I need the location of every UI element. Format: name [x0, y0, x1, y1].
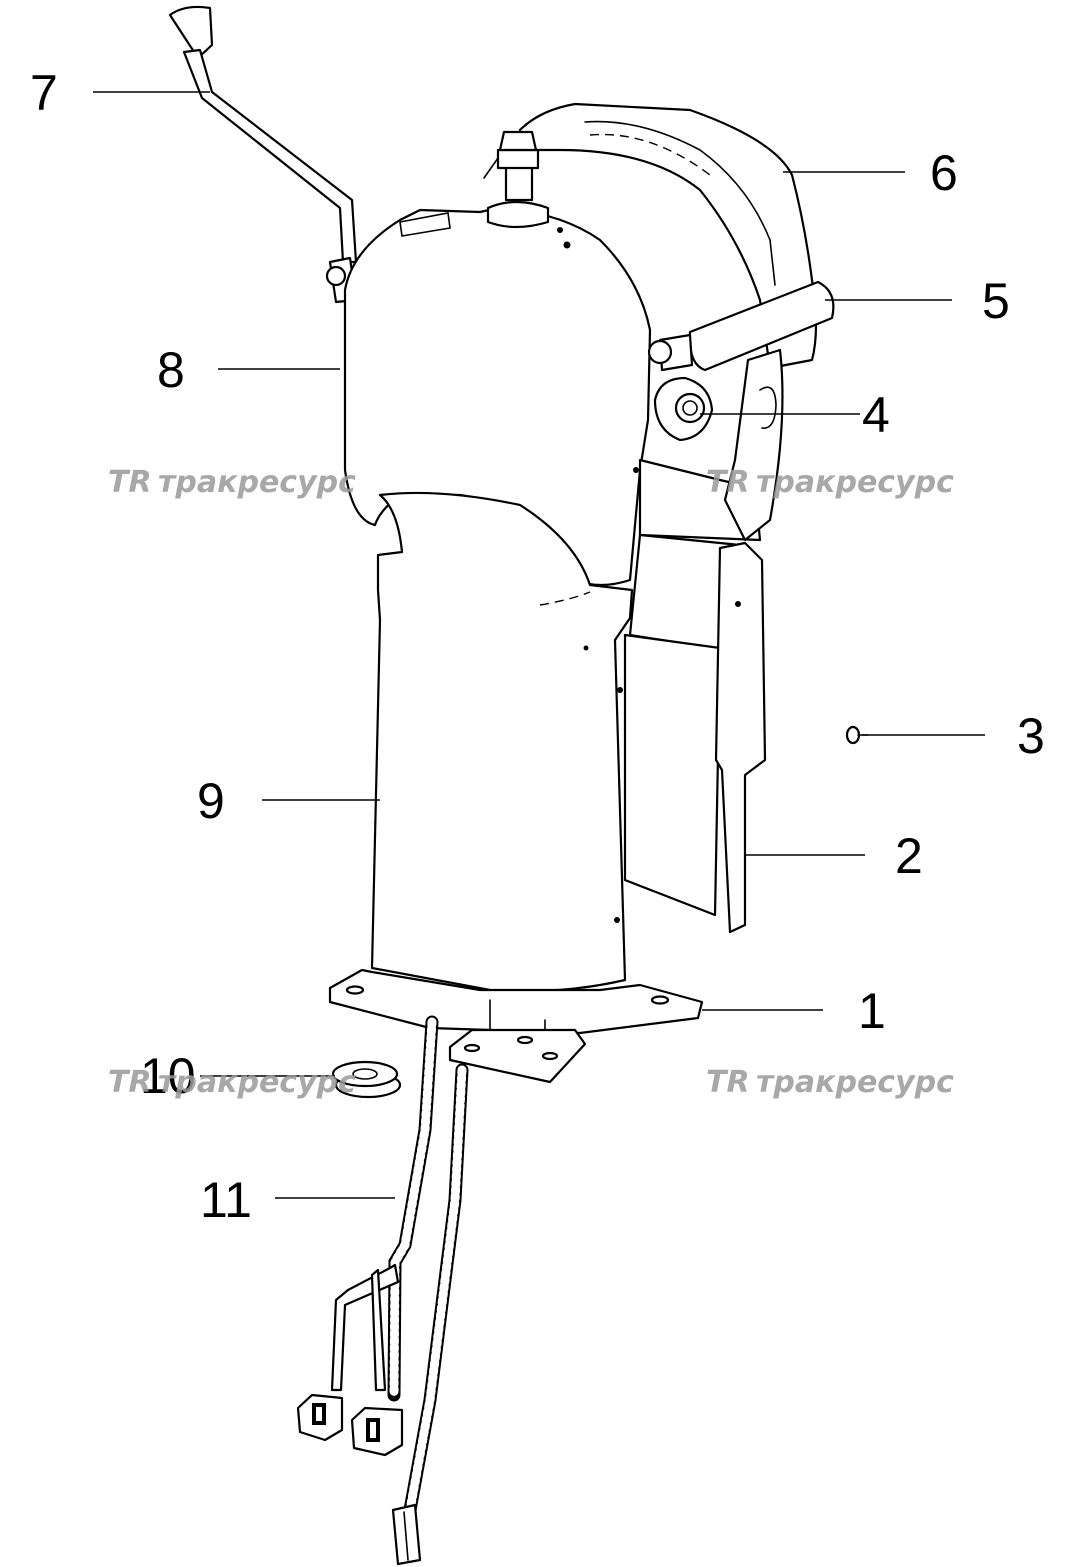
part-10-grommet[interactable]	[331, 1060, 402, 1099]
callout-5: 5	[982, 273, 1010, 329]
callout-6: 6	[930, 145, 958, 201]
callout-2: 2	[895, 828, 923, 884]
part-4-knob[interactable]	[653, 376, 714, 442]
svg-text:TR: TR	[706, 1065, 750, 1100]
part-7-lever[interactable]	[168, 5, 358, 304]
watermark-1: TR тракресурс	[108, 465, 356, 500]
svg-text:TR: TR	[108, 465, 152, 500]
callout-labels: 7 6 5 4 8 3 9 2 1 10 11	[30, 65, 1045, 1228]
callout-3: 3	[1017, 708, 1045, 764]
svg-text:тракресурс: тракресурс	[756, 465, 954, 500]
connector-left	[296, 1393, 344, 1442]
connector-bottom	[391, 1503, 422, 1566]
part-1-base-flange[interactable]	[328, 968, 704, 1035]
svg-text:TR: TR	[706, 465, 750, 500]
part-2-side-plate[interactable]	[714, 541, 767, 934]
part-11-wiring-harness[interactable]	[296, 1015, 469, 1566]
watermark-2: TR тракресурс	[706, 465, 954, 500]
rear-bracket	[623, 348, 784, 917]
svg-text:тракресурс: тракресурс	[158, 1065, 356, 1100]
lower-mount-plate[interactable]	[448, 1028, 587, 1084]
callout-8: 8	[157, 342, 185, 398]
callout-11: 11	[200, 1172, 252, 1228]
svg-text:TR: TR	[108, 1065, 152, 1100]
callout-9: 9	[197, 773, 225, 829]
top-cap-valve[interactable]	[483, 130, 550, 229]
callout-4: 4	[862, 387, 890, 443]
callout-7: 7	[30, 65, 58, 121]
watermark-4: TR тракресурс	[706, 1065, 954, 1100]
leader-lines	[93, 91, 985, 1199]
part-3-screw[interactable]	[845, 725, 869, 745]
connector-right	[350, 1406, 404, 1457]
part-5-handle[interactable]	[647, 280, 835, 372]
callout-1: 1	[858, 983, 886, 1039]
svg-text:тракресурс: тракресурс	[756, 1065, 954, 1100]
watermark-3: TR тракресурс	[108, 1065, 356, 1100]
callout-10: 10	[140, 1048, 196, 1104]
svg-text:тракресурс: тракресурс	[158, 465, 356, 500]
